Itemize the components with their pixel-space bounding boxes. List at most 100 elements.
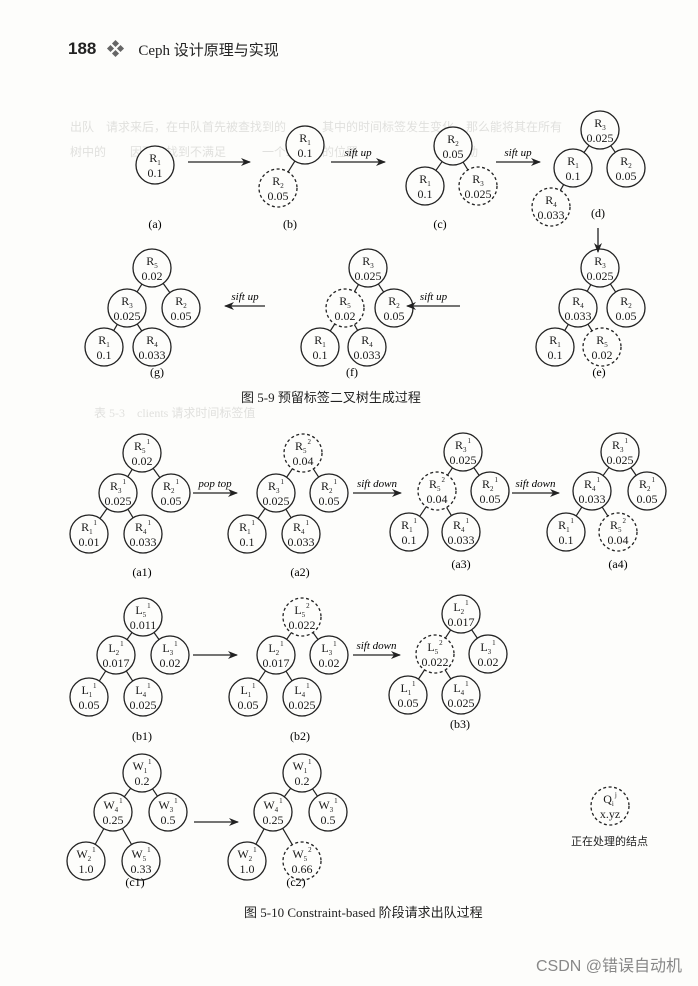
tree-node: R20.05 [374,288,414,328]
svg-text:0.05: 0.05 [616,309,637,323]
svg-text:0.05: 0.05 [637,492,658,506]
tree-node: R20.05 [258,168,298,208]
tree-edge [602,467,610,476]
tree-edge [630,467,637,476]
svg-text:0.022: 0.022 [422,655,449,669]
svg-text:0.033: 0.033 [139,348,166,362]
tree-node: R10.1 [553,148,593,188]
tree-node: R20.05 [161,288,201,328]
svg-text:0.025: 0.025 [587,269,614,283]
subfigure-label: (b1) [132,729,152,743]
svg-text:0.1: 0.1 [559,533,574,547]
svg-text:0.5: 0.5 [321,813,336,827]
svg-text:0.01: 0.01 [79,535,100,549]
tree-edge [559,184,565,191]
svg-text:0.25: 0.25 [103,813,124,827]
svg-text:0.025: 0.025 [587,131,614,145]
svg-text:0.025: 0.025 [450,453,477,467]
svg-text:0.05: 0.05 [268,189,289,203]
svg-text:0.05: 0.05 [79,698,100,712]
tree-node: R50.02 [582,327,622,367]
svg-text:0.1: 0.1 [97,348,112,362]
subfigure-label: (f) [346,365,358,379]
svg-text:0.5: 0.5 [161,813,176,827]
tree-edge [601,506,609,517]
page-number: 188 [68,39,97,58]
tree-edge [444,629,452,639]
tree-node: R10.1 [405,166,445,206]
tree-edge [471,629,478,639]
tree-node: R20.05 [606,148,646,188]
arrow-label: sift down [515,478,556,490]
subfigure-label: (a) [148,217,161,231]
tree-edge [152,788,158,797]
tree-edge [255,828,265,845]
subfigure-label: (e) [592,365,605,379]
svg-text:0.011: 0.011 [130,618,157,632]
tree-node: R50.02 [325,288,365,328]
tree-edge [575,506,583,517]
arrow-label: sift up [420,291,448,303]
subfigure-label: (c2) [286,875,305,889]
tree-node: R40.033 [347,327,387,367]
tree-edge [136,283,143,293]
svg-text:0.05: 0.05 [480,492,501,506]
tree-node: R20.05 [606,288,646,328]
svg-text:0.1: 0.1 [402,533,417,547]
tree-node: R40.033 [132,327,172,367]
subfigure-label: (g) [150,365,164,379]
tree-node: R50.02 [132,248,172,288]
svg-text:0.017: 0.017 [448,615,475,629]
tree-node: R30.025 [580,110,620,150]
subfigure-label: (b) [283,217,297,231]
tree-node: R10.1 [285,125,325,165]
tree-edge [586,284,592,292]
tree-edge [258,670,266,682]
svg-text:0.1: 0.1 [298,146,313,160]
svg-text:0.02: 0.02 [335,309,356,323]
tree-edge [435,161,443,171]
svg-text:0.02: 0.02 [132,454,153,468]
tree-edge [377,283,385,293]
tree-edge [609,283,617,293]
svg-text:0.025: 0.025 [105,494,132,508]
svg-text:0.017: 0.017 [263,656,290,670]
svg-text:0.02: 0.02 [142,269,163,283]
svg-text:0.02: 0.02 [478,655,499,669]
svg-text:0.05: 0.05 [398,696,419,710]
tree-edge [286,632,292,640]
svg-text:0.1: 0.1 [148,166,163,180]
subfigure-label: (b2) [290,729,310,743]
svg-text:0.04: 0.04 [427,492,448,506]
svg-text:0.05: 0.05 [238,698,259,712]
svg-text:1.0: 1.0 [79,862,94,876]
svg-text:0.017: 0.017 [103,656,130,670]
subfigure-label: (a4) [608,557,627,571]
arrow-label: sift up [504,147,532,159]
subfigure-label: (d) [591,206,605,220]
tree-edge [286,468,293,478]
tree-edge [94,828,105,845]
arrow-label: sift down [357,478,398,490]
svg-text:0.25: 0.25 [263,813,284,827]
svg-text:0.022: 0.022 [289,618,316,632]
